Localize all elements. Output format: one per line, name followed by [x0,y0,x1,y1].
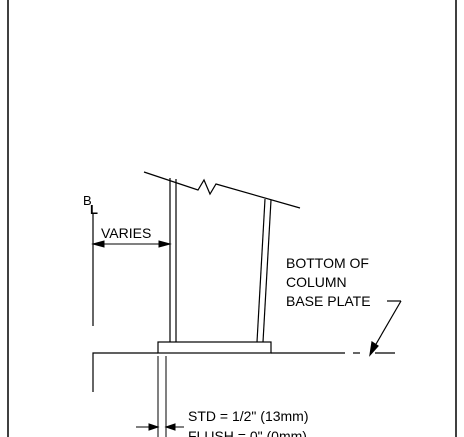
foundation-line [92,352,395,392]
varies-label: VARIES [101,225,151,241]
std-note: STD = 1/2" (13mm) [188,408,309,424]
column-label-leader [369,300,402,357]
baseline-mark: B [83,193,92,208]
column-left-flange [169,178,177,342]
gap-dimension [136,356,184,437]
break-line [143,171,301,209]
frame [7,0,457,437]
column-right-flange [256,198,272,343]
baseline-mark-sub: L [90,202,98,217]
column-label-line1: BOTTOM OF [286,255,369,271]
column-label-line2: COLUMN [286,274,347,290]
varies-dimension [91,240,172,248]
flush-note: FLUSH = 0" (0mm) [188,428,307,437]
column-label-line3: BASE PLATE [286,293,371,309]
base-plate [157,341,272,354]
